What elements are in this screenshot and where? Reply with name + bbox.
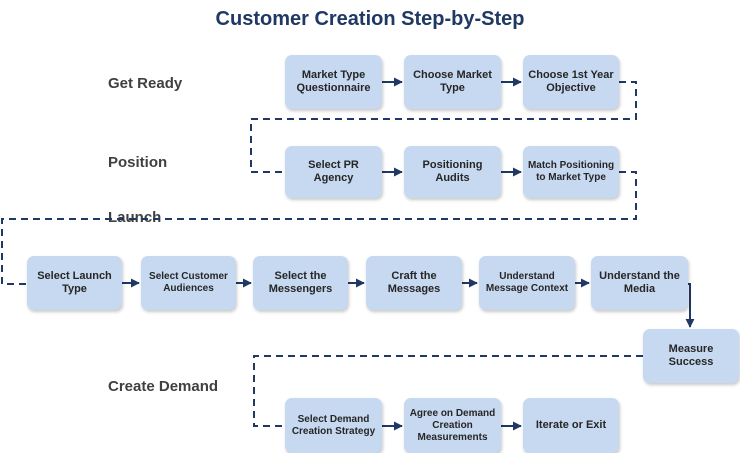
step-agree-on-demand-creation-measurements: Agree on Demand Creation Measurements (404, 398, 501, 453)
diagram-title: Customer Creation Step-by-Step (215, 8, 525, 30)
step-iterate-or-exit: Iterate or Exit (523, 398, 619, 453)
step-select-the-messengers: Select the Messengers (253, 256, 348, 310)
step-select-launch-type: Select Launch Type (27, 256, 122, 310)
step-choose-market-type: Choose Market Type (404, 55, 501, 109)
step-market-type-questionnaire: Market Type Questionnaire (285, 55, 382, 109)
phase-label-create-demand: Create Demand (108, 378, 219, 395)
step-match-positioning: Match Positioning to Market Type (523, 146, 619, 198)
step-select-demand-creation-strategy: Select Demand Creation Strategy (285, 398, 382, 453)
step-measure-success: Measure Success (643, 329, 739, 383)
step-select-pr-agency: Select PR Agency (285, 146, 382, 198)
step-choose-1st-year-objective: Choose 1st Year Objective (523, 55, 619, 109)
phase-label-position: Position (108, 154, 168, 171)
phase-label-get-ready: Get Ready (108, 75, 183, 92)
step-craft-the-messages: Craft the Messages (366, 256, 462, 310)
step-select-customer-audiences: Select Customer Audiences (141, 256, 236, 310)
arrow-to-measure (685, 283, 695, 328)
step-understand-the-media: Understand the Media (591, 256, 688, 310)
step-positioning-audits: Positioning Audits (404, 146, 501, 198)
step-understand-message-context: Understand Message Context (479, 256, 575, 310)
phase-label-launch: Launch (102, 209, 168, 226)
